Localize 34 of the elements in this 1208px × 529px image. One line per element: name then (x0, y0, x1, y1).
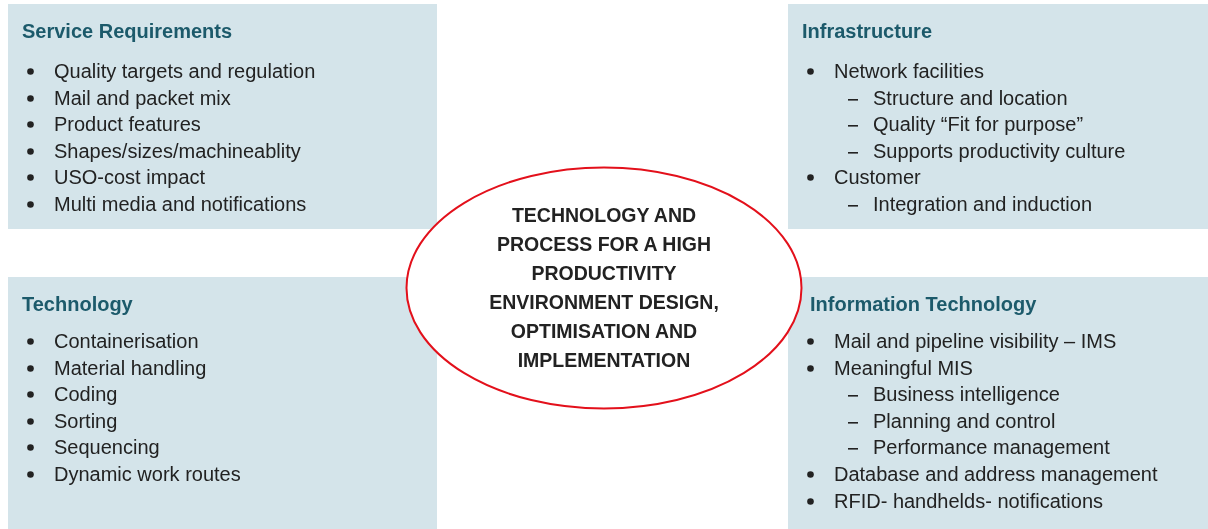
sub-list-item: Supports productivity culture (873, 138, 1126, 164)
list-item: Database and address management (834, 462, 1158, 487)
list-item: Dynamic work routes (54, 462, 241, 487)
list-item: Containerisation (54, 329, 199, 354)
list-item: Shapes/sizes/machineablity (54, 138, 301, 164)
list-item: RFID- handhelds- notifications (834, 488, 1103, 514)
list-item: Material handling (54, 355, 207, 381)
list-item: Mail and pipeline visibility – IMS (834, 329, 1117, 354)
sub-list-item: Integration and induction (873, 192, 1093, 217)
list-item: Meaningful MIS (834, 355, 973, 381)
list-item: Network facilities (834, 59, 985, 84)
list-item: Sorting (54, 408, 118, 434)
sub-list-item: Business intelligence (873, 382, 1060, 408)
category-panel (8, 4, 437, 229)
sub-list-item: Planning and control (873, 408, 1056, 434)
center-title: TECHNOLOGY AND PROCESS FOR A HIGH PRODUCTIVITY ENVIRONMENT DESIGN, OPTIMISATION AND IMPLEMENTATION (488, 203, 720, 373)
panel-heading: Service Requirements (22, 20, 233, 43)
panel-heading: Infrastructure (802, 20, 933, 43)
category-panel (788, 277, 1208, 529)
list-item: Sequencing (54, 435, 160, 461)
list-item: Quality targets and regulation (54, 59, 316, 84)
list-item: Customer (834, 165, 921, 191)
list-item: USO-cost impact (54, 165, 206, 191)
category-panel (788, 4, 1208, 229)
list-item: Product features (54, 112, 201, 138)
panel-heading: Information Technology (810, 293, 1037, 316)
sub-list-item: Performance management (873, 435, 1110, 461)
sub-list-item: Quality “Fit for purpose” (873, 112, 1084, 138)
list-item: Mail and packet mix (54, 85, 231, 111)
panel-heading: Technology (22, 293, 133, 316)
list-item: Multi media and notifications (54, 192, 307, 217)
sub-list-item: Structure and location (873, 85, 1068, 111)
category-panel (8, 277, 437, 529)
list-item: Coding (54, 382, 118, 408)
